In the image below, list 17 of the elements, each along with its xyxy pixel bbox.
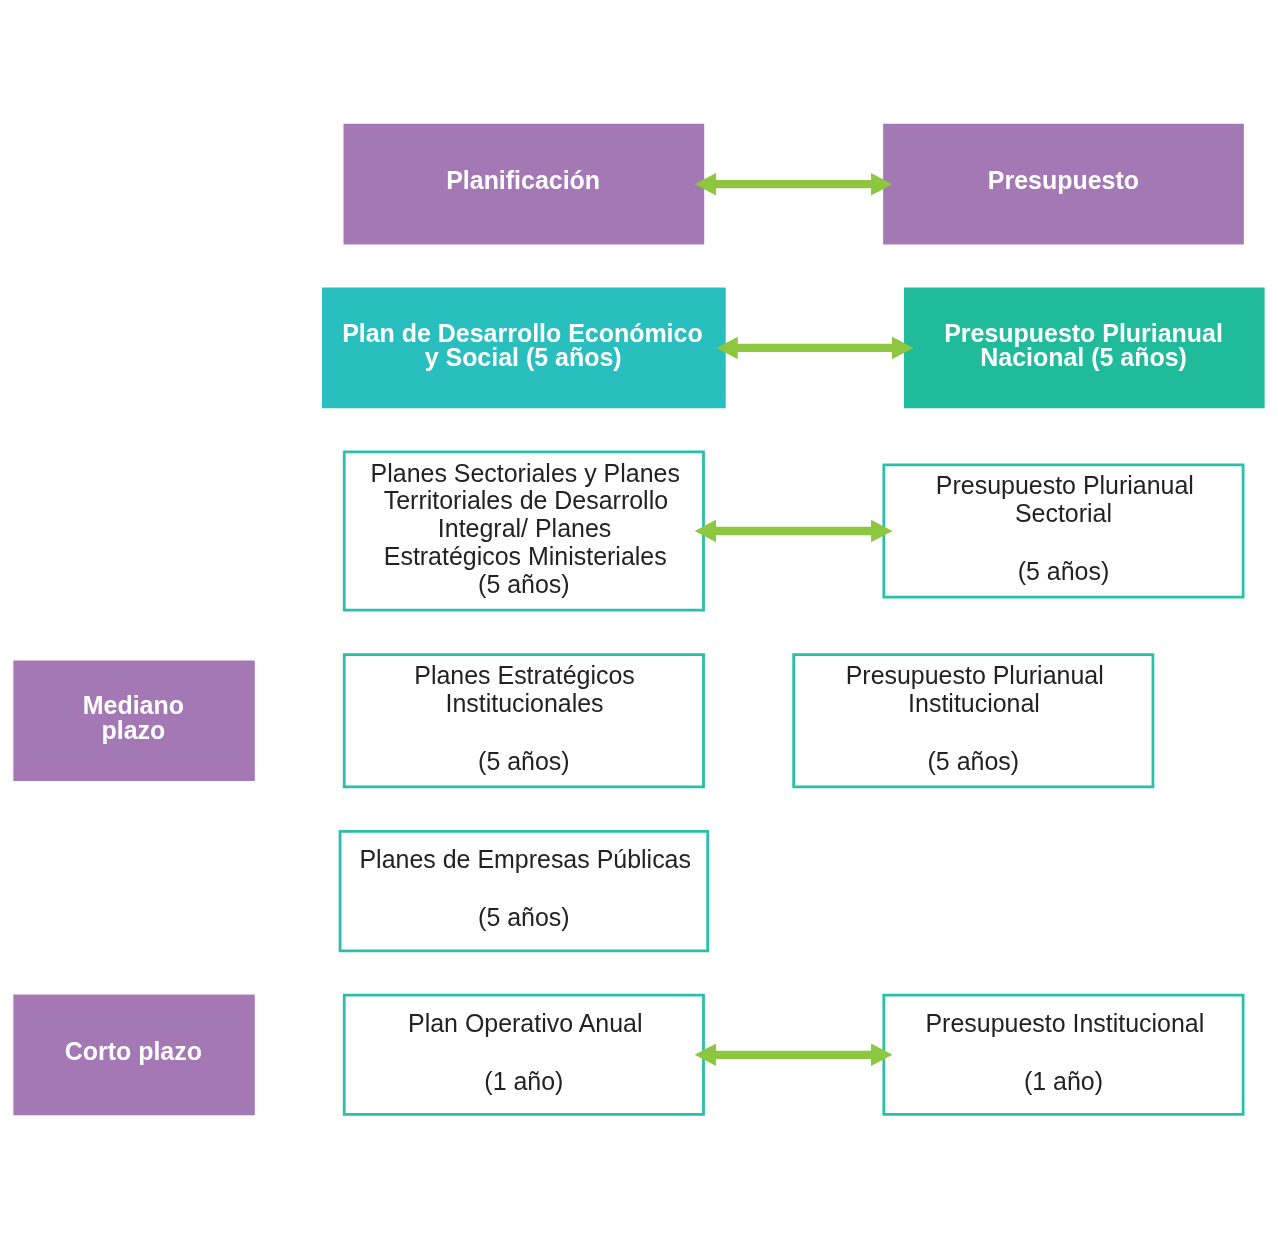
node-box: Presupuesto Institucional (1 año): [882, 993, 1245, 1116]
node-box: Corto plazo: [13, 993, 255, 1115]
node-box: Plan Operativo Anual (1 año): [342, 993, 705, 1116]
arrow: [694, 1043, 893, 1066]
node-box: Mediano plazo: [13, 659, 255, 781]
node-box: Presupuesto: [883, 123, 1244, 245]
node-box: Planificación: [343, 123, 705, 245]
node-box: Presupuesto Plurianual Nacional (5 años): [903, 287, 1265, 408]
node-box: Plan de Desarrollo Económico y Social (5 años): [322, 287, 726, 408]
arrow: [694, 519, 893, 542]
arrow: [694, 172, 893, 195]
arrow: [716, 336, 914, 359]
node-box: Planes de Empresas Públicas (5 años): [338, 829, 710, 952]
node-box: Presupuesto Plurianual Sectorial (5 años): [882, 463, 1245, 598]
node-box: Planes Sectoriales y Planes Territoriales de Desarrollo Integral/ Planes Estratégicos Ministeriales (5 años): [342, 450, 705, 611]
node-box: Presupuesto Plurianual Institucional (5 años): [792, 652, 1155, 788]
node-box: Planes Estratégicos Institucionales (5 años): [342, 652, 705, 788]
